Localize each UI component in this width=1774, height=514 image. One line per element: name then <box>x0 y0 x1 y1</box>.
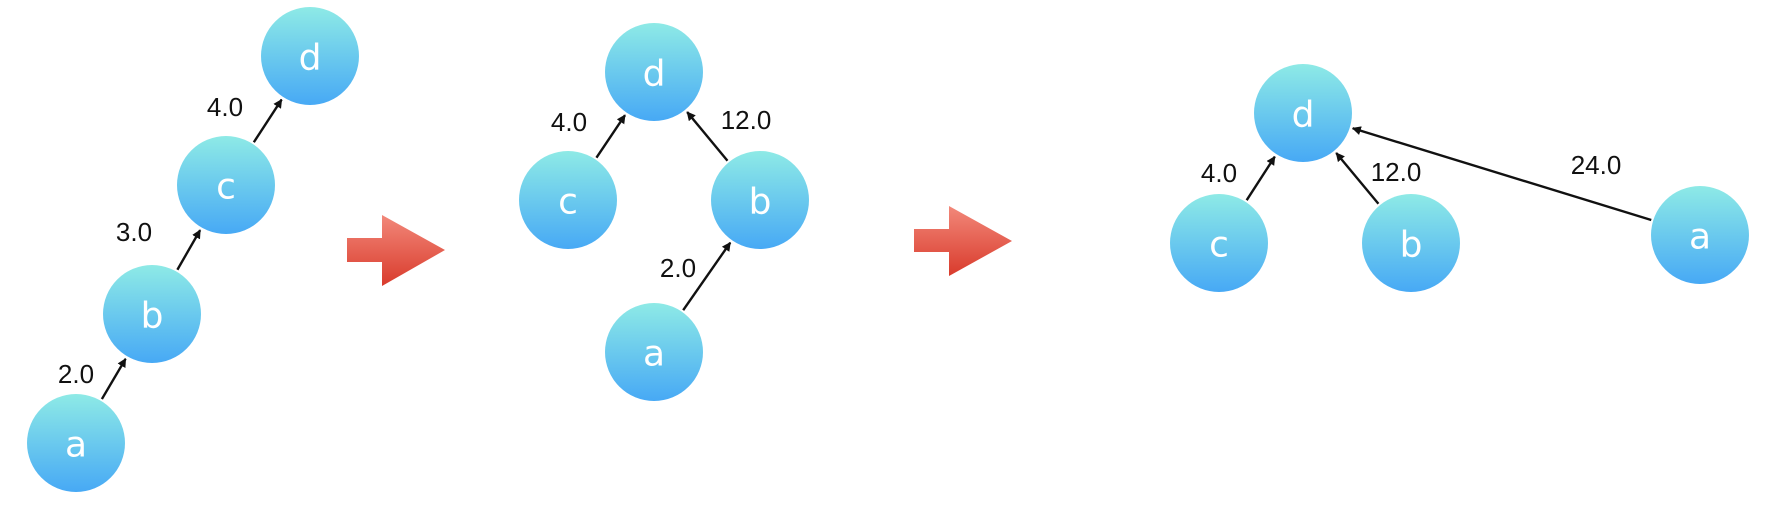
edge-weight-c-to-d: 4.0 <box>551 107 587 137</box>
node-d: d <box>1254 64 1352 162</box>
node-label: d <box>299 38 322 79</box>
edge-weight-a-to-d: 24.0 <box>1571 150 1622 180</box>
node-circle <box>711 151 809 249</box>
node-label: b <box>141 296 164 337</box>
edge-arrow-c-to-d <box>252 98 283 143</box>
edge-arrow-b-to-d <box>686 111 729 162</box>
edge-weight-b-to-c: 3.0 <box>116 217 152 247</box>
stage-2-partial: 4.0 12.0 2.0 d c b a <box>519 23 809 401</box>
node-c: c <box>177 136 275 234</box>
edge-arrow-b-to-d <box>1335 152 1380 205</box>
node-a: a <box>605 303 703 401</box>
node-d: d <box>605 23 703 121</box>
edge-arrow-c-to-d <box>595 114 626 159</box>
edge-weight-a-to-b: 2.0 <box>660 253 696 283</box>
node-label: a <box>1689 217 1711 258</box>
node-circle <box>605 23 703 121</box>
node-label: c <box>216 167 236 208</box>
node-label: a <box>65 425 87 466</box>
node-a: a <box>1651 186 1749 284</box>
node-circle <box>605 303 703 401</box>
edge-weight-b-to-d: 12.0 <box>721 105 772 135</box>
edge-arrow-c-to-d <box>1245 155 1276 201</box>
node-circle <box>1254 64 1352 162</box>
node-circle <box>1651 186 1749 284</box>
node-a: a <box>27 394 125 492</box>
edge-arrow-a-to-b <box>682 241 732 311</box>
node-label: d <box>1292 95 1315 136</box>
node-label: a <box>643 334 665 375</box>
node-b: b <box>103 265 201 363</box>
edge-weight-b-to-d: 12.0 <box>1371 157 1422 187</box>
node-b: b <box>1362 194 1460 292</box>
node-label: b <box>1400 225 1423 266</box>
edge-weight-c-to-d: 4.0 <box>207 92 243 122</box>
node-d: d <box>261 7 359 105</box>
node-circle <box>177 136 275 234</box>
node-label: c <box>558 182 578 223</box>
stage-1-chain: 2.0 3.0 4.0 a b c d <box>27 7 359 492</box>
transition-arrow-2 <box>914 206 1012 276</box>
edge-arrow-b-to-c <box>176 229 202 271</box>
node-b: b <box>711 151 809 249</box>
node-label: b <box>749 182 772 223</box>
transition-arrow-1 <box>347 215 445 286</box>
edge-arrow-a-to-b <box>100 358 127 400</box>
node-circle <box>1362 194 1460 292</box>
edge-weight-a-to-b: 2.0 <box>58 359 94 389</box>
node-circle <box>261 7 359 105</box>
node-circle <box>27 394 125 492</box>
edge-arrow-a-to-d <box>1351 126 1652 222</box>
node-circle <box>103 265 201 363</box>
stage-3-compressed: 4.0 12.0 24.0 d c b a <box>1170 64 1749 292</box>
node-circle <box>1170 194 1268 292</box>
node-circle <box>519 151 617 249</box>
node-label: d <box>643 54 666 95</box>
node-c: c <box>519 151 617 249</box>
edge-weight-c-to-d: 4.0 <box>1201 158 1237 188</box>
node-label: c <box>1209 225 1229 266</box>
node-c: c <box>1170 194 1268 292</box>
